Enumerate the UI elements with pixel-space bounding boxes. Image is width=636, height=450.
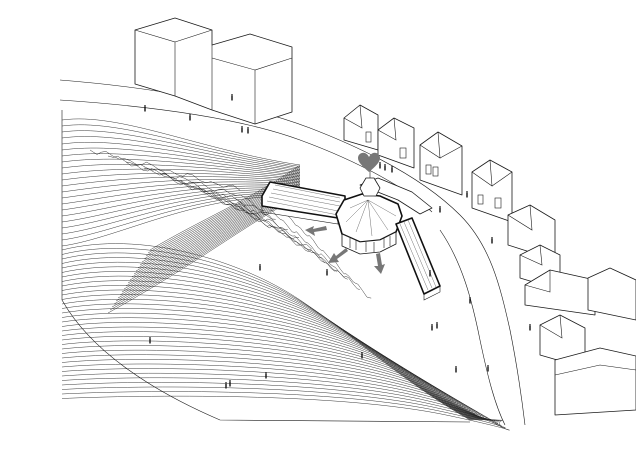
pedestrian-figure-icon <box>436 322 438 329</box>
contour-line <box>61 243 471 421</box>
pedestrian-figure-icon <box>455 366 457 373</box>
pedestrian-figure-icon <box>429 270 431 277</box>
contour-line <box>61 331 490 421</box>
building-block-north <box>134 17 293 125</box>
pedestrian-figure-icon <box>189 114 191 121</box>
contour-line <box>61 164 301 275</box>
arrow-southwest-icon <box>328 248 348 263</box>
pedestrian-figure-icon <box>491 237 493 244</box>
pedestrian-figure-icon <box>379 162 381 169</box>
rotunda-roof <box>345 199 397 237</box>
contour-line <box>61 158 301 272</box>
contour-line <box>61 248 472 421</box>
contour-line <box>233 197 337 273</box>
west-wing-roof <box>266 184 341 216</box>
road-inner-edge-south <box>439 229 506 426</box>
pedestrian-figure-icon <box>149 337 151 344</box>
contour-line <box>215 191 326 264</box>
pedestrian-figure-icon <box>391 166 393 173</box>
pedestrian-figure-icon <box>469 297 471 304</box>
contour-line <box>269 209 360 290</box>
contour-line <box>61 252 473 421</box>
cupola <box>359 177 381 197</box>
pedestrian-figure-icon <box>487 365 489 372</box>
contour-line <box>107 155 254 204</box>
contour-line <box>161 173 288 231</box>
contour-line <box>61 124 301 254</box>
pedestrian-figure-icon <box>529 324 531 331</box>
contour-line <box>61 192 301 308</box>
pedestrian-figure-icon <box>326 269 328 276</box>
west-wing <box>261 181 346 219</box>
pedestrian-figure-icon <box>225 382 227 389</box>
contour-line <box>61 261 475 421</box>
contour-line <box>61 176 301 284</box>
rotunda-windows <box>349 236 391 252</box>
site-boundary <box>61 110 471 423</box>
contour-line <box>61 183 301 293</box>
contour-line <box>61 275 478 421</box>
contour-line <box>61 303 484 421</box>
contour-line <box>251 203 348 280</box>
south-wing-roof <box>399 219 437 291</box>
pedestrian-figure-icon <box>439 206 441 213</box>
contour-line <box>61 280 479 421</box>
contour-line <box>61 308 485 421</box>
pedestrian-figure-icon <box>384 164 386 171</box>
contour-line <box>61 336 491 421</box>
pedestrian-figure-icon <box>231 94 233 101</box>
row-houses-east <box>343 104 636 416</box>
contour-line <box>197 185 312 250</box>
pedestrian-figure-icon <box>241 126 243 133</box>
pedestrian-figure-icon <box>259 264 261 271</box>
pedestrian-figure-icon <box>431 324 433 331</box>
pedestrian-figure-icon <box>361 352 363 359</box>
contour-line <box>61 136 301 260</box>
contour-line <box>61 142 301 263</box>
contour-line <box>125 161 265 212</box>
contour-line <box>61 289 481 421</box>
pedestrian-figure-icon <box>265 372 267 379</box>
contour-line <box>143 167 276 220</box>
contour-line <box>61 395 510 431</box>
contour-line <box>61 168 301 278</box>
contour-line <box>179 179 299 240</box>
pedestrian-figure-icon <box>247 127 249 134</box>
arrow-west-icon <box>305 226 327 236</box>
contour-line <box>61 130 301 257</box>
contour-line <box>61 312 486 421</box>
contour-line <box>61 257 474 421</box>
pedestrian-figure-icon <box>144 105 146 112</box>
arrow-south-icon <box>374 253 385 274</box>
pedestrian-figure-icon <box>466 191 468 198</box>
pavilion-building <box>261 170 441 301</box>
pedestrian-figure-icon <box>229 380 231 387</box>
contour-line <box>61 322 488 421</box>
contour-line <box>61 153 301 269</box>
contour-line <box>61 118 301 251</box>
pedestrians <box>144 94 531 389</box>
contour-line <box>61 181 301 290</box>
movement-arrows <box>305 226 385 274</box>
contour-line <box>61 173 301 281</box>
contour-line <box>61 179 301 287</box>
contour-line <box>89 149 241 191</box>
south-wing <box>395 217 441 295</box>
contour-line <box>61 326 489 421</box>
contour-line <box>61 340 492 421</box>
contour-line <box>61 271 477 421</box>
contour-line <box>61 147 301 266</box>
heart-icon <box>358 152 380 172</box>
